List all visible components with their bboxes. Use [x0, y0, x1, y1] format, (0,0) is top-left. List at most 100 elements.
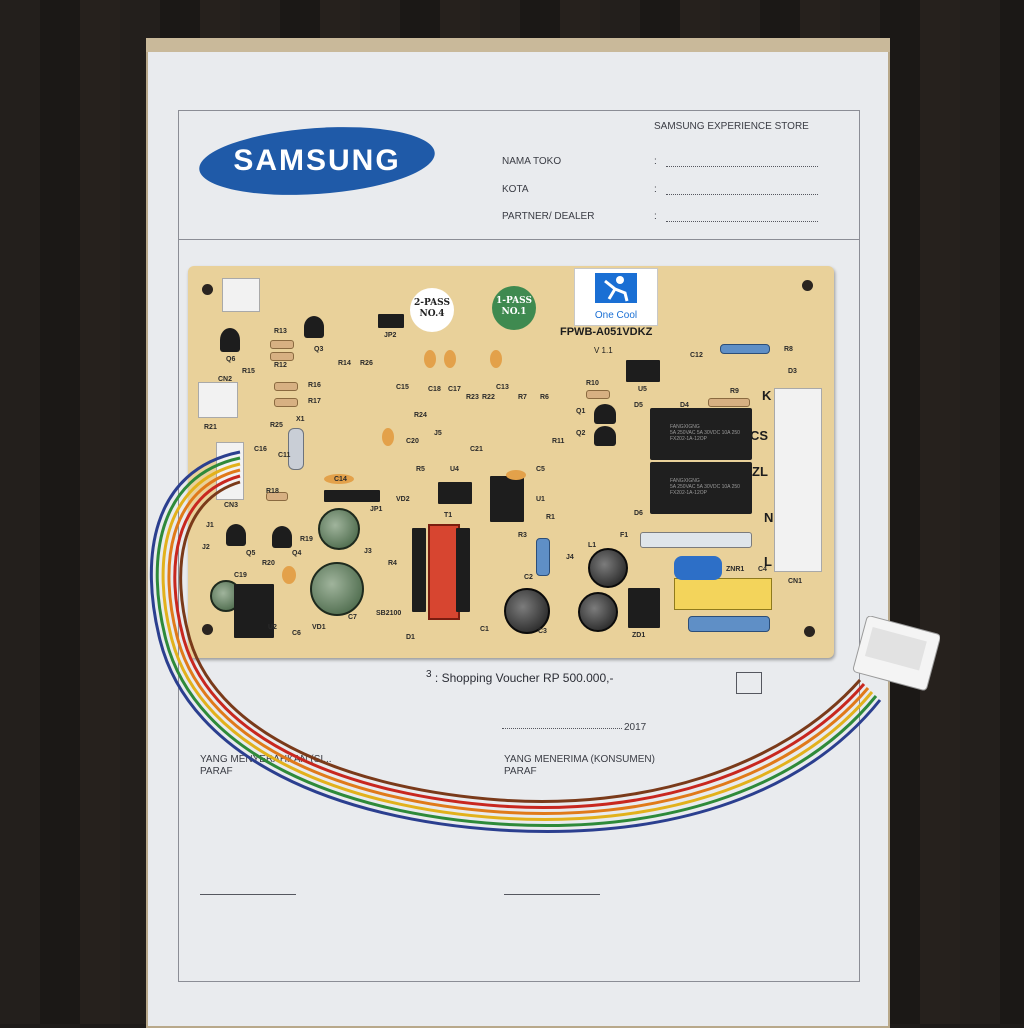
field-label-kota: KOTA	[502, 184, 529, 195]
mount-hole	[804, 626, 815, 637]
silk-label: R21	[204, 424, 217, 431]
transformer-t1	[428, 524, 460, 620]
silk-label: C2	[524, 574, 533, 581]
person-logo-icon	[595, 273, 637, 303]
electrolytic-capacitor	[578, 592, 618, 632]
transistor-q4	[272, 526, 292, 548]
silk-label: R25	[270, 422, 283, 429]
resistor-r8	[720, 344, 770, 354]
capacitor-c5	[506, 470, 526, 480]
relay-specs: 5A 250VAC 5A 30VDC 10A 250	[670, 430, 740, 436]
silk-label: R26	[360, 360, 373, 367]
right-signer-role: YANG MENERIMA (KONSUMEN)	[504, 754, 655, 765]
x-capacitor	[674, 578, 772, 610]
left-signer-paraf: PARAF	[200, 766, 233, 777]
silk-label: C20	[406, 438, 419, 445]
silk-label: Q1	[576, 408, 586, 415]
silk-label: R20	[262, 560, 275, 567]
silk-label: D3	[788, 368, 797, 375]
silk-label: C6	[292, 630, 301, 637]
ic-u4	[438, 482, 472, 504]
silk-label: F1	[620, 532, 629, 539]
silk-label: R15	[242, 368, 255, 375]
silk-label: R3	[518, 532, 527, 539]
silk-label: R7	[518, 394, 527, 401]
silk-label: C16	[254, 446, 267, 453]
electrolytic-capacitor-c7	[310, 562, 364, 616]
silk-label: J1	[206, 522, 214, 529]
sticker-line: 1-PASS	[496, 296, 532, 306]
silk-label: U5	[638, 386, 647, 393]
silk-label: JP2	[384, 332, 397, 339]
silk-label: D4	[680, 402, 689, 409]
voucher-text: : Shopping Voucher RP 500.000,-	[434, 671, 614, 685]
silk-label: CN2	[218, 376, 233, 383]
connector-cn2	[198, 382, 238, 418]
board-version: V 1.1	[594, 346, 613, 355]
power-resistor	[688, 616, 770, 632]
transistor-q5	[226, 524, 246, 546]
silk-label: R13	[274, 328, 287, 335]
sticker-line: 2-PASS	[414, 298, 450, 308]
silk-label: CN3	[224, 502, 239, 509]
silk-label: Q3	[314, 346, 324, 353]
silk-label: U4	[450, 466, 459, 473]
field-colon: :	[654, 156, 657, 167]
field-line-kota	[666, 194, 818, 195]
crystal-x1	[288, 428, 304, 470]
silk-label: R9	[730, 388, 739, 395]
silk-label: R8	[784, 346, 793, 353]
year: 2017	[624, 722, 647, 733]
brand-sticker: One Cool	[574, 268, 658, 326]
silk-label: ZNR1	[726, 566, 745, 573]
capacitor-c18	[424, 350, 436, 368]
capacitor	[282, 566, 296, 584]
field-label-nama-toko: NAMA TOKO	[502, 156, 562, 167]
capacitor-c14	[324, 474, 354, 484]
silk-label: R5	[416, 466, 425, 473]
silk-label: C21	[470, 446, 483, 453]
silk-label: R23	[466, 394, 479, 401]
resistor	[274, 398, 298, 407]
silk-label: R11	[552, 438, 565, 445]
paper-top-edge	[146, 38, 890, 52]
silk-label: VD2	[396, 496, 410, 503]
header-jp1	[324, 490, 380, 502]
board-model: FPWB-A051VDKZ	[560, 326, 653, 338]
silk-label: J2	[202, 544, 210, 551]
silk-label: C13	[496, 384, 509, 391]
fuse-f1	[640, 532, 752, 548]
field-line-nama-toko	[666, 166, 818, 167]
electrolytic-capacitor-c3	[504, 588, 550, 634]
store-title: SAMSUNG EXPERIENCE STORE	[654, 121, 809, 132]
right-signer: YANG MENERIMA (KONSUMEN) PARAF	[504, 754, 655, 778]
left-signature-line	[200, 894, 296, 895]
resistor	[266, 492, 288, 501]
transistor-q1	[594, 404, 616, 424]
silk-label: Q5	[246, 550, 256, 557]
ic-u1	[490, 476, 524, 522]
inductor-l1	[588, 548, 628, 588]
capacitor-c20	[382, 428, 394, 446]
terminal-label-l: L	[764, 554, 772, 569]
brand-name: One Cool	[594, 310, 638, 321]
silk-label: T1	[444, 512, 453, 519]
silk-label: C4	[758, 566, 767, 573]
terminal-label-n: N	[764, 510, 774, 525]
silk-label: D5	[634, 402, 643, 409]
silk-label: VD1	[312, 624, 326, 631]
electrolytic-capacitor	[318, 508, 360, 550]
relay-label: FANGXIGNG 5A 250VAC 5A 30VDC 10A 250 FX2…	[670, 424, 740, 442]
silk-label: U1	[536, 496, 545, 503]
silk-label: C19	[234, 572, 247, 579]
silk-label: C18	[428, 386, 441, 393]
silk-label: R16	[308, 382, 321, 389]
silk-label: C17	[448, 386, 461, 393]
silk-label: C5	[536, 466, 545, 473]
connector-cn1	[774, 388, 822, 572]
silk-label: Q2	[576, 430, 586, 437]
header-jp2	[378, 314, 404, 328]
mount-hole	[802, 280, 813, 291]
field-colon: :	[654, 184, 657, 195]
